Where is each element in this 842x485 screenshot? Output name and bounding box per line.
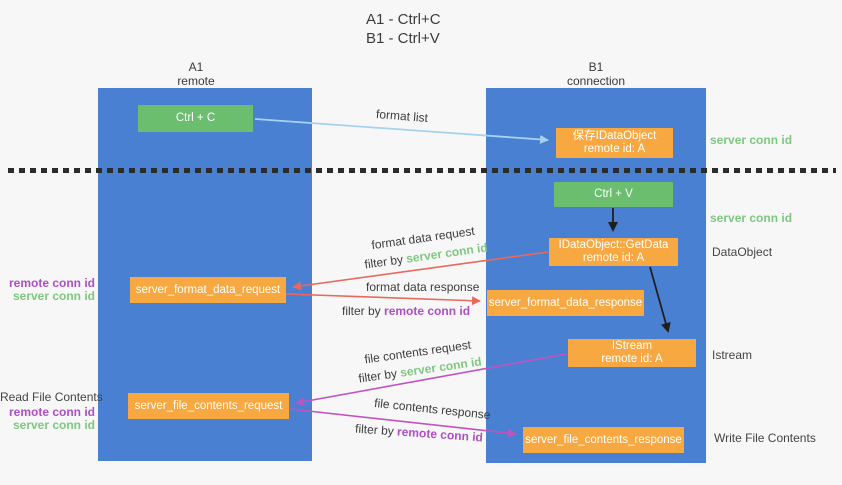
lane-a1-subtitle: remote [177,74,215,88]
left-label-server-conn-id-2: server conn id [12,418,95,432]
right-label-server-conn-id-top: server conn id [710,133,793,147]
label-format-list: format list [375,106,429,126]
filter-prefix: filter by [354,421,395,439]
node-server-format-data-request-label: server_format_data_request [135,283,281,296]
label-filter-file-contents-response: filter by remote conn id [355,422,484,445]
left-label-server-conn-id-1: server conn id [12,289,95,303]
node-getdata-line2: remote id: A [582,252,645,264]
node-server-format-data-response: server_format_data_response [487,290,644,316]
copy-paste-divider-line [8,168,836,173]
node-save-dataobject-line1: 保存IDataObject [572,130,657,142]
left-label-read-file-contents: Read File Contents [0,390,103,404]
left-label-read-file-contents-wrap: Read File Contents [0,390,103,404]
label-file-contents-response: file contents response [373,395,492,423]
right-label-istream: Istream [712,348,753,362]
title-line-2: B1 - Ctrl+V [366,30,440,47]
filter-prefix: filter by [363,252,404,272]
node-ctrl-c: Ctrl + C [138,105,253,132]
node-server-file-contents-response: server_file_contents_response [523,427,684,453]
lane-b1-subtitle: connection [566,74,626,88]
left-label-remote-conn-id-1: remote conn id [8,276,95,290]
right-label-write-file-contents: Write File Contents [714,431,816,445]
filter-key-remote-conn-id: remote conn id [396,424,484,445]
node-istream-line1: IStream [611,340,653,352]
label-filter-format-data-response: filter by remote conn id [342,304,470,318]
node-server-format-data-request: server_format_data_request [130,277,286,303]
node-save-dataobject-line2: remote id: A [583,143,646,155]
node-ctrl-c-label: Ctrl + C [175,112,216,124]
node-ctrl-v-label: Ctrl + V [594,188,633,200]
lane-b1-title: B1 [588,60,604,74]
right-label-server-conn-id-mid: server conn id [710,211,793,225]
node-server-file-contents-request: server_file_contents_request [128,393,289,419]
filter-prefix: filter by [357,366,398,386]
right-label-dataobject: DataObject [712,245,773,259]
node-server-file-contents-request-label: server_file_contents_request [134,399,283,412]
node-save-dataobject: 保存IDataObject remote id: A [556,128,673,158]
node-getdata: IDataObject::GetData remote id: A [549,238,678,266]
left-label-group-file: remote conn id server conn id [0,406,95,432]
node-istream: IStream remote id: A [568,339,696,367]
diagram-title: A1 - Ctrl+C B1 - Ctrl+V [366,10,441,48]
node-getdata-line1: IDataObject::GetData [558,239,669,251]
title-line-1: A1 - Ctrl+C [366,11,441,28]
node-istream-line2: remote id: A [601,353,663,365]
node-server-file-contents-response-label: server_file_contents_response [525,433,682,446]
filter-key-remote-conn-id: remote conn id [384,304,471,318]
arrow-format-data-response [285,293,481,306]
label-format-data-response: format data response [366,280,480,294]
left-label-remote-conn-id-2: remote conn id [8,405,95,419]
left-label-group-format: remote conn id server conn id [0,277,95,303]
node-ctrl-v: Ctrl + V [554,182,673,207]
lane-a1-title: A1 [188,60,204,74]
node-server-format-data-response-label: server_format_data_response [488,296,643,309]
filter-prefix: filter by [342,304,381,318]
lane-header-a1: A1 remote [136,60,256,88]
lane-header-b1: B1 connection [536,60,656,88]
